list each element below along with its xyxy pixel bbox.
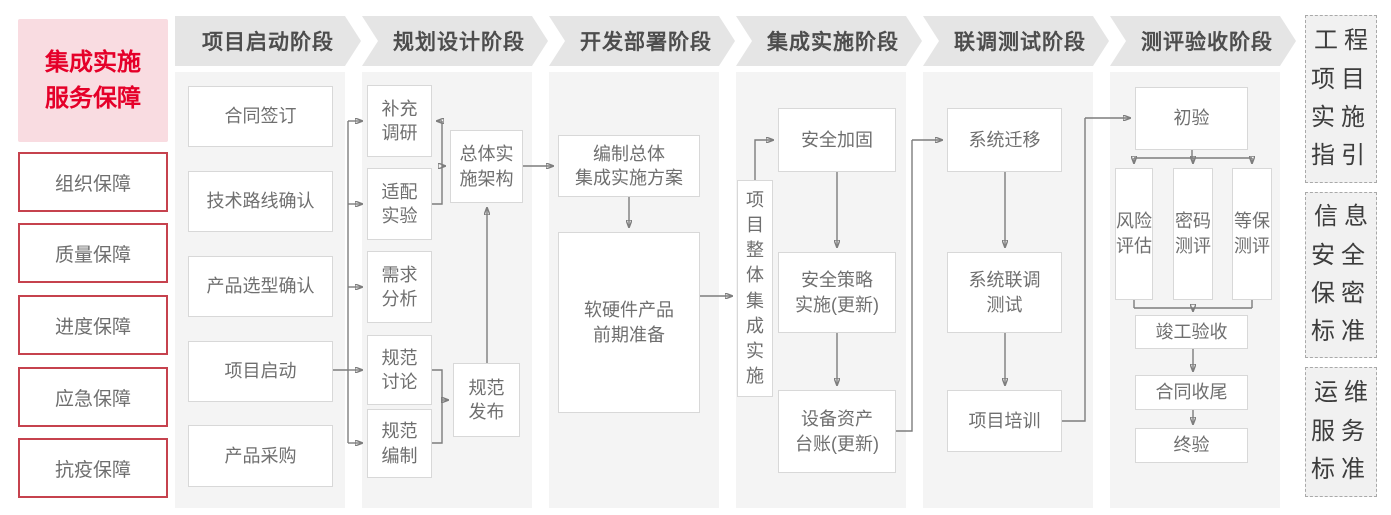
phase-header-joint-testing: 联调测试阶段 xyxy=(923,16,1109,66)
sidebar-item-quality-guarantee: 质量保障 xyxy=(18,223,168,283)
box-supplementary-research: 补充 调研 xyxy=(367,85,432,157)
box-project-kickoff: 项目启动 xyxy=(188,341,333,402)
sidebar-item-emergency-guarantee: 应急保障 xyxy=(18,367,168,427)
std-box-infosec-confidentiality-standard: 信息 安全 保密 标准 xyxy=(1305,192,1377,358)
box-contract-signing: 合同签订 xyxy=(188,86,333,147)
box-spec-discussion: 规范 讨论 xyxy=(367,335,432,405)
sidebar-title: 集成实施 服务保障 xyxy=(18,19,168,142)
box-hw-sw-preparation: 软硬件产品 前期准备 xyxy=(558,232,700,413)
box-crypto-evaluation: 密码测评 xyxy=(1173,168,1213,300)
box-product-procurement: 产品采购 xyxy=(188,425,333,487)
box-security-hardening: 安全加固 xyxy=(778,108,896,172)
sidebar-item-organization-guarantee: 组织保障 xyxy=(18,152,168,212)
std-box-engineering-implementation-guide: 工程 项目 实施 指引 xyxy=(1305,15,1377,183)
phase-header-project-kickoff: 项目启动阶段 xyxy=(175,16,361,66)
box-completion-acceptance: 竣工验收 xyxy=(1135,315,1248,349)
phase-header-integration-implementation: 集成实施阶段 xyxy=(736,16,922,66)
phase-header-evaluation-acceptance: 测评验收阶段 xyxy=(1110,16,1296,66)
box-joint-debug-testing: 系统联调 测试 xyxy=(947,252,1062,333)
phase-header-planning-design: 规划设计阶段 xyxy=(362,16,548,66)
box-spec-drafting: 规范 编制 xyxy=(367,409,432,478)
box-spec-release: 规范 发布 xyxy=(453,363,520,437)
box-adaptation-test: 适配 实验 xyxy=(367,168,432,240)
box-classified-protection-evaluation: 等保测评 xyxy=(1232,168,1272,300)
box-overall-project-integration: 项目整体集成实施 xyxy=(737,180,773,397)
sidebar-item-schedule-guarantee: 进度保障 xyxy=(18,295,168,355)
box-system-migration: 系统迁移 xyxy=(947,108,1062,172)
phase-header-dev-deployment: 开发部署阶段 xyxy=(549,16,735,66)
box-final-acceptance: 终验 xyxy=(1135,428,1248,463)
box-contract-closure: 合同收尾 xyxy=(1135,375,1248,410)
box-initial-acceptance: 初验 xyxy=(1135,87,1248,150)
box-risk-assessment: 风险评估 xyxy=(1115,168,1153,300)
std-box-ops-service-standard: 运维 服务 标准 xyxy=(1305,367,1377,497)
box-tech-route-confirm: 技术路线确认 xyxy=(188,171,333,232)
box-overall-integration-plan: 编制总体 集成实施方案 xyxy=(558,135,700,197)
box-security-policy-update: 安全策略 实施(更新) xyxy=(778,252,896,333)
box-overall-implementation-architecture: 总体实 施架构 xyxy=(450,130,523,203)
box-product-selection-confirm: 产品选型确认 xyxy=(188,256,333,317)
box-project-training: 项目培训 xyxy=(947,390,1062,452)
box-asset-ledger-update: 设备资产 台账(更新) xyxy=(778,390,896,473)
sidebar-item-epidemic-guarantee: 抗疫保障 xyxy=(18,438,168,498)
box-requirement-analysis: 需求 分析 xyxy=(367,251,432,323)
